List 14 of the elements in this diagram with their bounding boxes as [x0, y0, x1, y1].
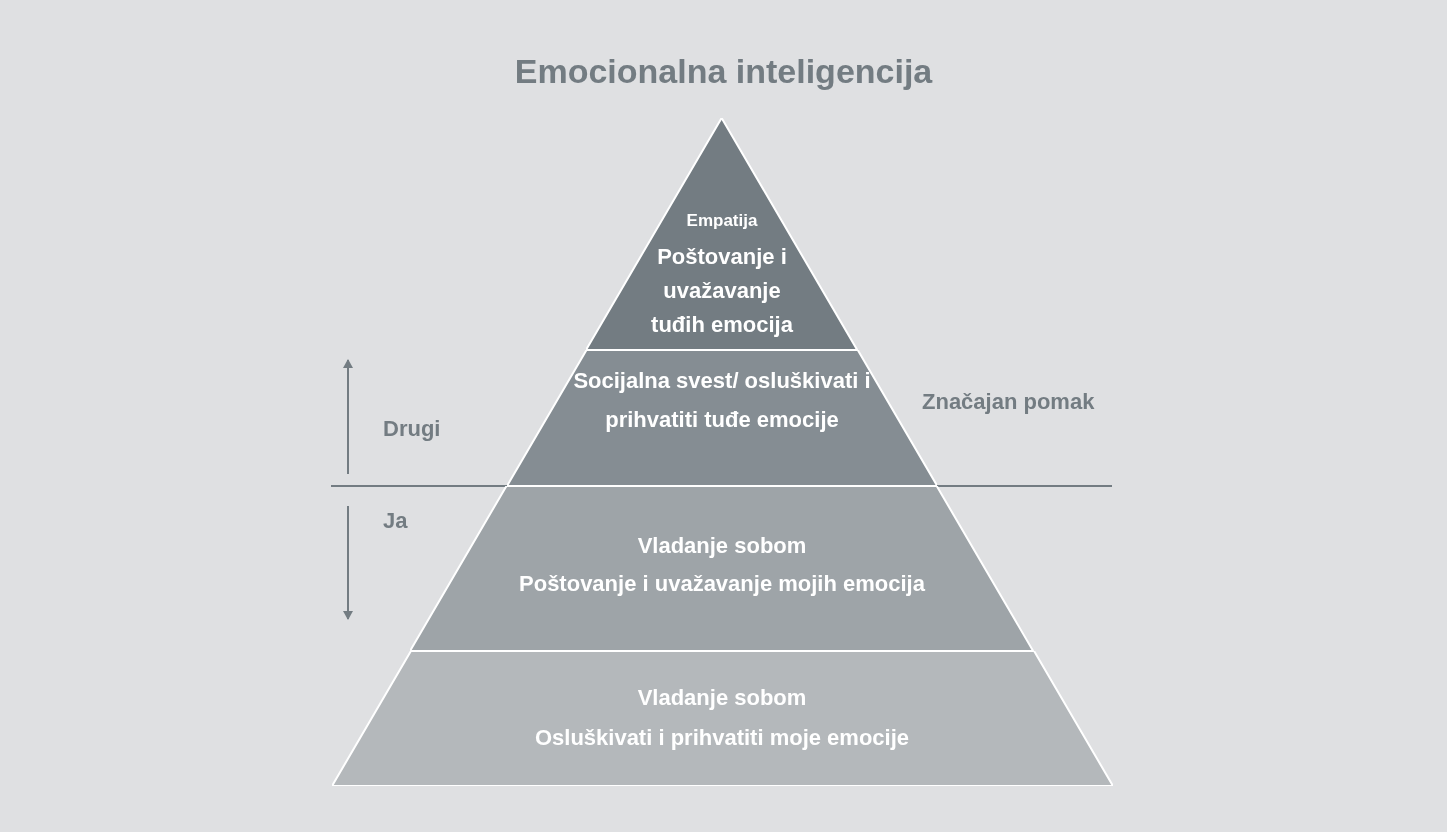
layer-text: Poštovanje i uvažavanje tuđih emocija: [650, 243, 794, 339]
pyramid-layer: [410, 486, 1034, 651]
side-label: Drugi: [383, 416, 441, 442]
side-label: Značajan pomak: [922, 389, 1095, 415]
layer-text: Osluškivati i prihvatiti moje emocije: [534, 724, 910, 752]
layer-text: Poštovanje i uvažavanje mojih emocija: [519, 570, 925, 598]
diagram-title: Emocionalna inteligencija: [513, 52, 934, 91]
layer-text: Socijalna svest/ osluškivati i prihvatiti tuđe emocije: [572, 367, 872, 434]
layer-heading: Empatija: [685, 210, 759, 232]
pyramid-layer: [586, 118, 858, 350]
layer-heading: Vladanje sobom: [637, 684, 807, 712]
side-label: Ja: [383, 508, 408, 534]
pyramid-layer: [331, 651, 1113, 786]
layer-heading: Vladanje sobom: [637, 532, 807, 560]
